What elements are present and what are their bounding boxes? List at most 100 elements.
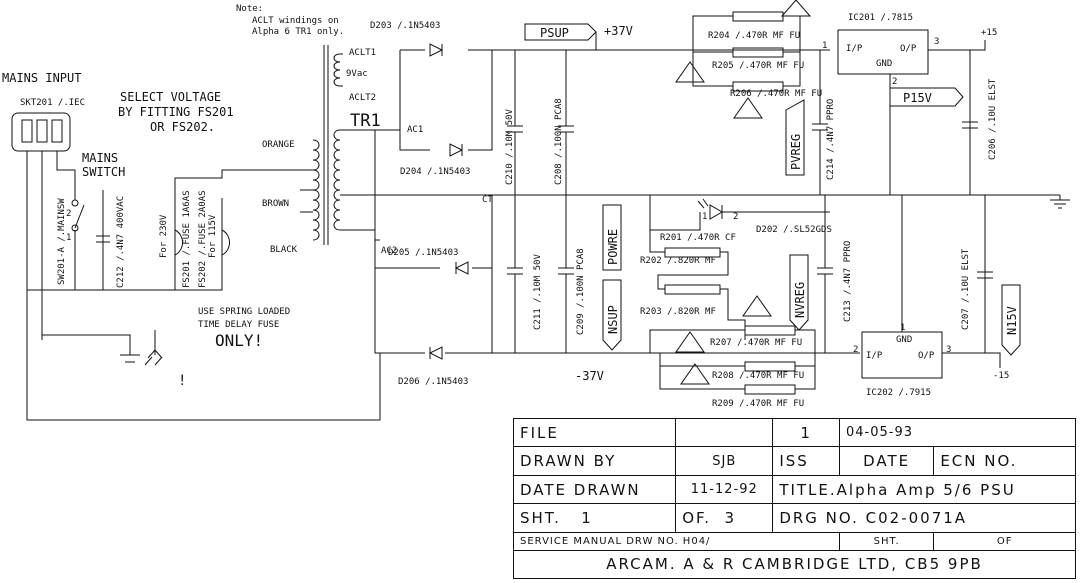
capacitor-c212-label: C212 /.4N7 400VAC — [116, 196, 126, 288]
date-drawn-value: 11-12-92 — [675, 474, 774, 505]
note-label: Note: — [236, 4, 263, 14]
psup-flag — [524, 23, 597, 41]
powre-label: POWRE — [606, 229, 620, 265]
capacitor-c214-label: C214 /.4N7 PPRO — [826, 99, 836, 180]
resistor-r202-label: R202 /.820R MF — [640, 256, 716, 266]
transformer-ref: TR1 — [350, 111, 381, 131]
resistor-network-top — [692, 11, 801, 92]
diode-d205-label: D205 /.1N5403 — [388, 248, 458, 258]
capacitor-c206-label: C206 /.10U ELST — [988, 78, 998, 160]
switch-pin-2: 2 — [66, 209, 71, 219]
transformer-tr1-symbol — [312, 45, 1060, 245]
ic201-ip: I/P — [846, 44, 863, 54]
mains-bang: ! — [178, 373, 186, 389]
iec-socket-symbol — [11, 112, 71, 152]
drawing-title: TITLE.Alpha Amp 5/6 PSU — [772, 474, 1076, 505]
capacitor-c210-label: C210 /.10M 50V — [505, 109, 515, 185]
switch-pin-1: 1 — [66, 233, 71, 243]
note-line-1: ACLT windings on — [252, 16, 339, 26]
pvreg-flag — [785, 99, 805, 176]
p15v-flag — [889, 87, 964, 107]
capacitor-c208-label: C208 /.100N PCA8 — [554, 98, 564, 185]
pvreg-label: PVREG — [789, 134, 803, 170]
capacitor-c208-symbol — [558, 50, 574, 195]
iss-label: ISS — [772, 446, 841, 476]
diode-d203-label: D203 /.1N5403 — [370, 21, 440, 31]
winding-black: BLACK — [270, 245, 298, 255]
capacitor-c207-label: C207 /.10U ELST — [961, 248, 971, 330]
date-drawn-label: DATE DRAWN — [512, 474, 677, 505]
n15v-flag — [1001, 284, 1021, 356]
ecn-label: ECN NO. — [933, 446, 1076, 476]
resistor-r208-label: R208 /.470R MF FU — [712, 371, 804, 381]
resistor-r201-label: R201 /.470R CF — [660, 233, 736, 243]
ic202-op: O/P — [918, 351, 935, 361]
date-top: 04-05-93 — [839, 417, 1076, 448]
nvreg-flag — [789, 254, 809, 331]
ic201-op: O/P — [900, 44, 917, 54]
resistor-r204-label: R204 /.470R MF FU — [708, 31, 800, 41]
capacitor-c207-symbol — [977, 271, 993, 279]
mains-input-title: MAINS INPUT — [2, 71, 81, 85]
resistor-r206-label: R206 /.470R MF FU — [730, 89, 822, 99]
warning-triangle-icon — [733, 97, 763, 119]
mains-wiring — [26, 151, 425, 421]
mains-switch-line2: SWITCH — [82, 165, 125, 179]
nsup-label: NSUP — [606, 305, 620, 334]
ct-label: CT — [482, 195, 493, 205]
switch-ref: SW201-A /.MAINSW — [57, 198, 67, 285]
minus37v-label: -37V — [575, 369, 604, 383]
fuse-for-115-label: For 115V — [208, 214, 218, 258]
resistor-r203-label: R203 /.820R MF — [640, 307, 716, 317]
drawing-number: DRG NO. C02-0071A — [772, 503, 1076, 533]
fuse-note-line1: USE SPRING LOADED — [198, 307, 290, 317]
ic202-label: IC202 /.7915 — [866, 388, 931, 398]
ac2-label: AC2 — [381, 246, 397, 256]
resistor-r205-label: R205 /.470R MF FU — [712, 61, 804, 71]
diode-d204-symbol — [449, 143, 464, 157]
n15v-label: N15V — [1005, 306, 1019, 335]
aclt2-label: ACLT2 — [349, 93, 376, 103]
ac1-label: AC1 — [407, 125, 423, 135]
powre-flag — [602, 204, 622, 271]
drawn-by-value: SJB — [675, 446, 774, 476]
capacitor-c212-symbol — [96, 235, 110, 243]
capacitor-c210-symbol — [507, 50, 523, 195]
minus15-label: -15 — [993, 371, 1009, 381]
ic201-pin2: 2 — [892, 77, 897, 87]
capacitor-c211-symbol — [507, 195, 523, 353]
capacitor-c209-symbol — [558, 195, 574, 353]
fuse-fs201-label: FS201 /.FUSE 1A6AS — [182, 190, 192, 288]
ic201-label: IC201 /.7815 — [848, 13, 913, 23]
of-number: 3 — [724, 508, 737, 527]
fuse-for-230-label: For 230V — [159, 214, 169, 258]
sht-label: SHT. — [520, 508, 561, 527]
select-voltage-line1: SELECT VOLTAGE — [120, 90, 221, 104]
fuse-fs202-label: FS202 /.FUSE 2A0AS — [198, 190, 208, 288]
fuse-note-line3: ONLY! — [215, 331, 263, 350]
fuse-note-line2: TIME DELAY FUSE — [198, 320, 279, 330]
service-of-label: OF — [933, 531, 1076, 551]
file-label: FILE — [512, 417, 677, 448]
plus37v-label: +37V — [604, 24, 633, 38]
winding-brown: BROWN — [262, 199, 289, 209]
select-voltage-line3: OR FS202. — [150, 120, 215, 134]
capacitor-c213-label: C213 /.4N7 PPRO — [843, 241, 853, 322]
fuse-fs201-symbol — [174, 229, 183, 256]
drawn-by-label: DRAWN BY — [512, 446, 677, 476]
resistor-network-bottom — [649, 325, 816, 395]
title-block: FILE 1 04-05-93 DRAWN BY SJB ISS DATE EC… — [512, 417, 1076, 580]
vac-label: 9Vac — [346, 69, 368, 79]
of-label: OF. — [682, 508, 711, 527]
capacitor-c209-label: C209 /.100N PCA8 — [576, 248, 586, 335]
ic202-ip: I/P — [866, 351, 883, 361]
ic201-pin1: 1 — [822, 41, 827, 51]
of-cell: OF. 3 — [675, 503, 774, 533]
aclt1-label: ACLT1 — [349, 48, 376, 58]
sheet-number: 1 — [772, 417, 841, 448]
capacitor-c206-symbol — [962, 121, 978, 129]
ic201-box — [837, 29, 929, 75]
resistor-r207-label: R207 /.470R MF FU — [710, 338, 802, 348]
